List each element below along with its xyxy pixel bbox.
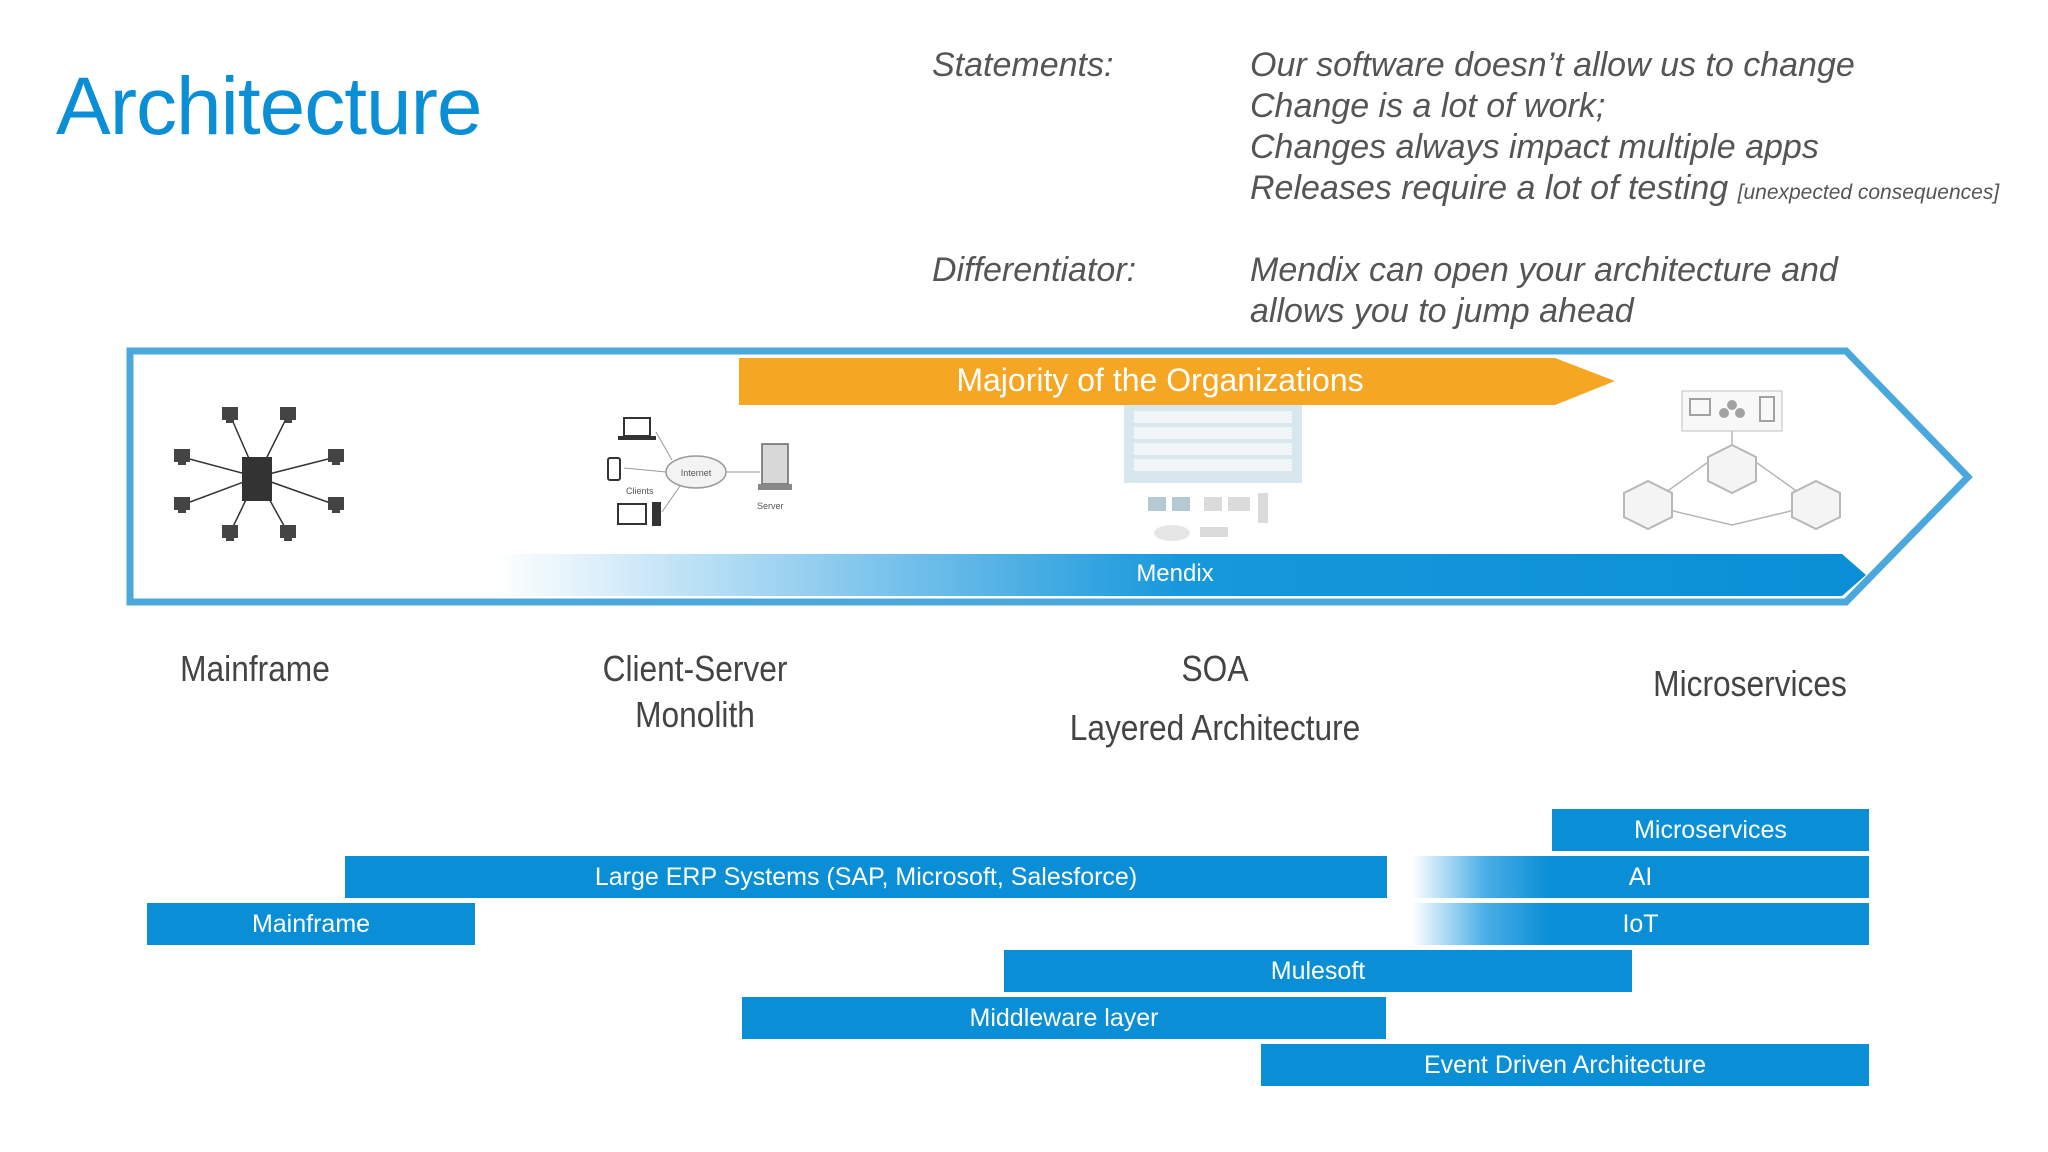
majority-label: Majority of the Organizations [956, 362, 1364, 398]
chevron-outline [126, 347, 1973, 606]
bar-middleware: Middleware layer [742, 997, 1386, 1039]
bar-event-driven: Event Driven Architecture [1261, 1044, 1869, 1086]
mainframe-network-icon [174, 407, 344, 541]
differentiator-line: Mendix can open your architecture and [1250, 251, 1838, 289]
server-label: Server [757, 501, 784, 511]
differentiator-label: Differentiator: [932, 251, 1137, 289]
clients-label: Clients [626, 486, 654, 496]
mendix-arrow [496, 554, 1866, 596]
statement-line: Change is a lot of work; [1250, 87, 1606, 125]
bar-iot: IoT [1412, 903, 1869, 945]
internet-label: Internet [681, 468, 712, 478]
evolution-chevron [126, 347, 1973, 606]
statements-label: Statements: [932, 46, 1114, 84]
era-client-server: Client-Server [602, 648, 788, 689]
era-monolith: Monolith [635, 694, 755, 735]
statement-text: Releases require a lot of testing [1250, 169, 1729, 207]
era-mainframe: Mainframe [180, 648, 330, 689]
client-server-icon: Internet Clients Server [607, 417, 792, 526]
era-soa: SOA [1181, 648, 1249, 689]
statement-line: Changes always impact multiple apps [1250, 128, 1819, 166]
page-title: Architecture [56, 61, 483, 152]
statement-line: Releases require a lot of testing [unexp… [1250, 169, 1999, 208]
differentiator-line: allows you to jump ahead [1250, 292, 1634, 330]
statement-line: Our software doesn’t allow us to change [1250, 46, 1855, 84]
bar-microservices: Microservices [1552, 809, 1869, 851]
bar-mainframe: Mainframe [147, 903, 475, 945]
statement-note: [unexpected consequences] [1737, 181, 2000, 204]
microservices-hex-icon [1623, 390, 1841, 531]
mendix-label: Mendix [1136, 560, 1214, 587]
bar-large-erp: Large ERP Systems (SAP, Microsoft, Sales… [345, 856, 1387, 898]
soa-layers-icon [1124, 405, 1302, 541]
era-layered-architecture: Layered Architecture [1069, 707, 1361, 748]
majority-arrow [739, 358, 1615, 405]
era-microservices: Microservices [1653, 663, 1847, 704]
bar-mulesoft: Mulesoft [1004, 950, 1632, 992]
bar-ai: AI [1412, 856, 1869, 898]
